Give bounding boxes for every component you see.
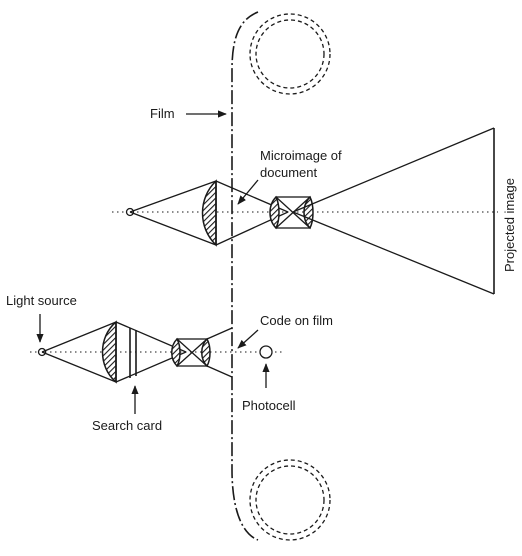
code-on-film-callout: Code on film	[237, 313, 333, 349]
upper-projection-lens	[269, 195, 314, 230]
photocell-label: Photocell	[242, 398, 296, 413]
film-callout: Film	[150, 106, 227, 121]
microimage-callout: Microimage of document	[237, 148, 342, 205]
microimage-label-line2: document	[260, 165, 317, 180]
lower-film-reel	[249, 459, 331, 541]
microimage-label-line1: Microimage of	[260, 148, 342, 163]
photocell-symbol	[259, 345, 273, 359]
search-card-callout: Search card	[92, 385, 162, 433]
lower-objective-lens	[171, 337, 211, 368]
search-card-label: Search card	[92, 418, 162, 433]
light-source-callout: Light source	[6, 293, 77, 343]
code-on-film-arrow	[237, 329, 259, 349]
projection-cone	[292, 127, 495, 295]
upper-condenser-lens	[201, 179, 217, 247]
projected-image-label: Projected image	[502, 178, 517, 272]
lower-condenser-lens	[101, 320, 117, 384]
light-source-label: Light source	[6, 293, 77, 308]
film-label: Film	[150, 106, 175, 121]
search-card	[129, 328, 137, 378]
code-on-film-label: Code on film	[260, 313, 333, 328]
lower-output-rays	[206, 327, 233, 378]
microimage-arrow	[237, 179, 259, 205]
film-strip	[231, 11, 259, 541]
upper-film-reel	[249, 13, 331, 95]
photocell-callout: Photocell	[242, 363, 296, 413]
